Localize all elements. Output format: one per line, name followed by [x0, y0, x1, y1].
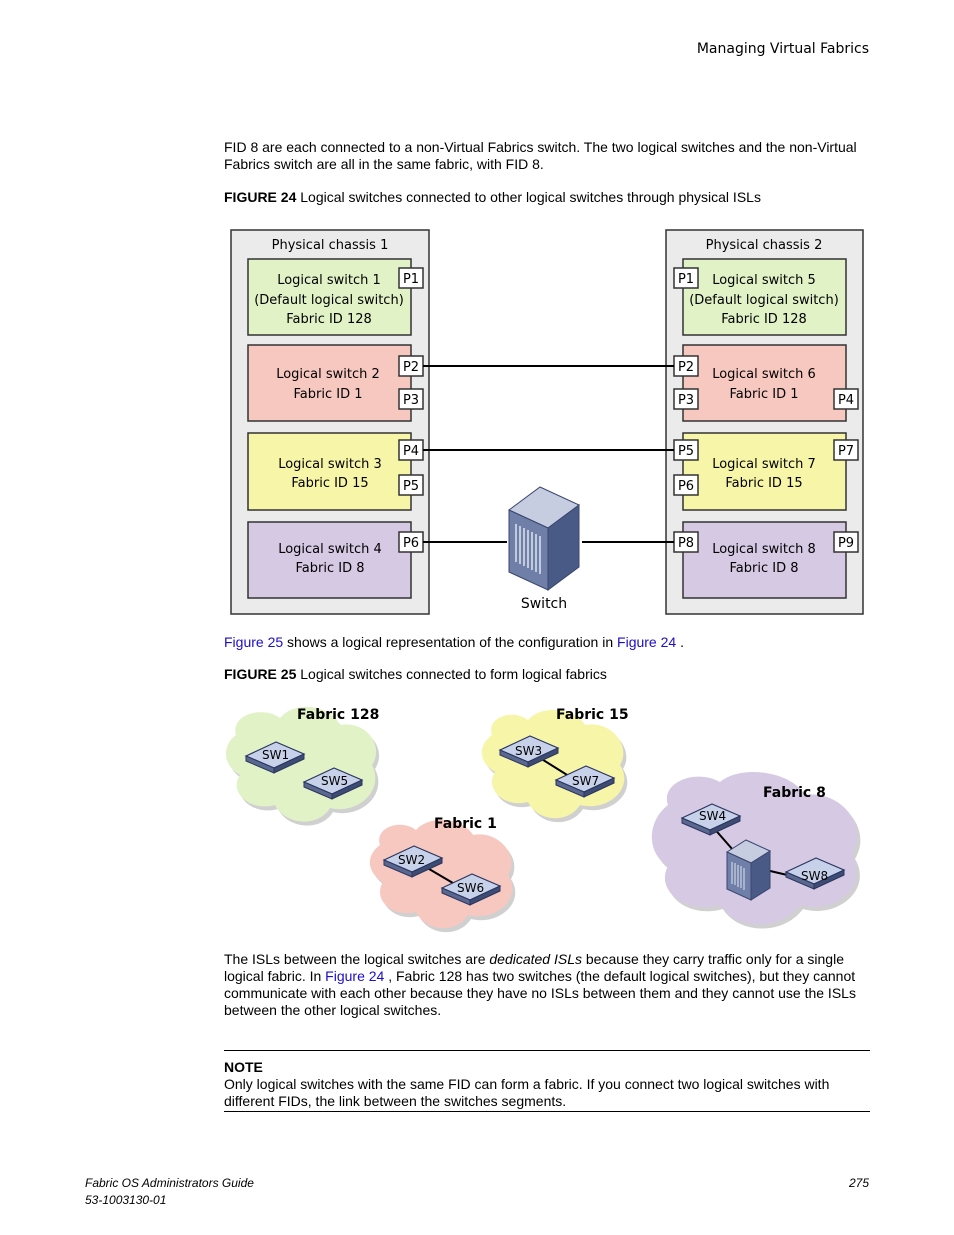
logical-switch-1-fid: Fabric ID 128: [286, 312, 372, 327]
port-c1-p2-label: P2: [403, 360, 419, 375]
logical-switch-3-box: [247, 432, 412, 511]
sw6-label: SW6: [457, 881, 484, 895]
fabric-1-label: Fabric 1: [434, 816, 497, 832]
sw7-label: SW7: [572, 774, 599, 788]
isl-text-emphasis: dedicated ISLs: [489, 951, 582, 967]
figure-25-link[interactable]: Figure 25: [224, 634, 284, 650]
port-c2-p3-label: P3: [678, 393, 694, 408]
logical-switch-8-fid: Fabric ID 8: [730, 561, 799, 576]
fabric-128-label: Fabric 128: [297, 707, 379, 723]
logical-switch-5-label: Logical switch 5: [712, 273, 816, 288]
port-c2-p4-label: P4: [838, 393, 854, 408]
running-header: Managing Virtual Fabrics: [696, 41, 869, 57]
figure-reference-sentence: Figure 25 shows a logical representation…: [224, 634, 684, 651]
intro-paragraph: FID 8 are each connected to a non-Virtua…: [224, 139, 857, 172]
port-c1-p4-label: P4: [403, 444, 419, 459]
external-switch-label: Switch: [521, 596, 567, 612]
chassis-2-title: Physical chassis 2: [706, 238, 823, 253]
sw2-label: SW2: [398, 853, 425, 867]
port-c2-p7: [833, 439, 859, 461]
logical-switch-7-fid: Fabric ID 15: [725, 476, 802, 491]
port-c2-p2-label: P2: [678, 360, 694, 375]
figure-24-link[interactable]: Figure 24: [617, 634, 677, 650]
sw5-label: SW5: [321, 774, 348, 788]
note-title: NOTE: [224, 1059, 263, 1075]
footer-doc-number: 53-1003130-01: [85, 1193, 167, 1207]
port-c1-p5: [398, 474, 424, 496]
port-c1-p6-label: P6: [403, 536, 419, 551]
figure-24-label: FIGURE 24: [224, 189, 297, 205]
logical-switch-6-label: Logical switch 6: [712, 367, 816, 382]
footer-guide-title: Fabric OS Administrators Guide: [85, 1176, 254, 1190]
fabric-8-switch-icon: [725, 839, 772, 901]
port-c2-p8-label: P8: [678, 536, 694, 551]
figure-25-caption: FIGURE 25 Logical switches connected to …: [224, 666, 607, 682]
note-text: Only logical switches with the same FID …: [224, 1076, 830, 1109]
port-c2-p1: [673, 267, 699, 289]
port-c2-p9: [833, 531, 859, 553]
logical-switch-2-box: [247, 344, 412, 422]
port-c2-p5-label: P5: [678, 444, 694, 459]
figure-24-caption: FIGURE 24 Logical switches connected to …: [224, 189, 761, 205]
port-c2-p4: [833, 388, 859, 410]
fabric-128-cloud: [225, 706, 380, 826]
logical-switch-5-box: [682, 258, 847, 336]
logical-switch-1-default: (Default logical switch): [254, 293, 404, 308]
isl-text-3: , Fabric 128 has two switches (the defau…: [224, 968, 856, 1018]
chassis-1-title: Physical chassis 1: [272, 238, 389, 253]
port-c1-p1-label: P1: [403, 272, 419, 287]
logical-switch-8-box: [682, 521, 847, 599]
sw4-label: SW4: [699, 809, 726, 823]
port-c2-p6-label: P6: [678, 479, 694, 494]
figure-24-title: Logical switches connected to other logi…: [300, 189, 761, 205]
ref-middle-text: shows a logical representation of the co…: [283, 634, 618, 650]
port-c2-p6: [673, 474, 699, 496]
logical-switch-3-fid: Fabric ID 15: [291, 476, 368, 491]
fabric-8-label: Fabric 8: [763, 785, 826, 801]
logical-switch-4-fid: Fabric ID 8: [296, 561, 365, 576]
figure-25-label: FIGURE 25: [224, 666, 297, 682]
figure-24-diagram: Physical chassis 1 Logical switch 1 (Def…: [230, 229, 864, 615]
figure-25-title: Logical switches connected to form logic…: [300, 666, 607, 682]
logical-switch-5-default: (Default logical switch): [689, 293, 839, 308]
isl-text-2: because they carry traffic only for a si…: [224, 951, 844, 984]
external-switch-icon: [508, 486, 580, 591]
logical-switch-4-label: Logical switch 4: [278, 542, 382, 557]
fabric-15-label: Fabric 15: [556, 707, 629, 723]
footer-page-number: 275: [848, 1176, 869, 1190]
isl-paragraph: The ISLs between the logical switches ar…: [224, 951, 869, 1019]
sw8-label: SW8: [801, 869, 828, 883]
logical-switch-1-box: [247, 258, 412, 336]
ref-end-text: .: [676, 634, 684, 650]
logical-switch-4-box: [247, 521, 412, 599]
logical-switch-7-box: [682, 432, 847, 511]
logical-switch-8-label: Logical switch 8: [712, 542, 816, 557]
logical-switch-6-box: [682, 344, 847, 422]
port-c1-p3-label: P3: [403, 393, 419, 408]
port-c1-p5-label: P5: [403, 479, 419, 494]
port-c2-p9-label: P9: [838, 536, 854, 551]
isl-figure-24-link[interactable]: Figure 24: [325, 968, 385, 984]
logical-switch-1-label: Logical switch 1: [277, 273, 381, 288]
logical-switch-2-fid: Fabric ID 1: [294, 387, 363, 402]
figure-25-diagram: Fabric 128 SW1 SW5 Fabric 15 SW3 SW7 Fab…: [225, 706, 861, 933]
note-top-rule: [224, 1050, 870, 1051]
logical-switch-6-fid: Fabric ID 1: [730, 387, 799, 402]
logical-switch-2-label: Logical switch 2: [276, 367, 380, 382]
note-bottom-rule: [224, 1111, 870, 1112]
logical-switch-7-label: Logical switch 7: [712, 457, 816, 472]
port-c1-p1: [398, 267, 424, 289]
port-c2-p1-label: P1: [678, 272, 694, 287]
logical-switch-3-label: Logical switch 3: [278, 457, 382, 472]
port-c1-p3: [398, 388, 424, 410]
sw1-label: SW1: [262, 748, 289, 762]
isl-text-1: The ISLs between the logical switches ar…: [224, 951, 490, 967]
logical-switch-5-fid: Fabric ID 128: [721, 312, 807, 327]
port-c2-p7-label: P7: [838, 444, 854, 459]
port-c2-p3: [673, 388, 699, 410]
sw3-label: SW3: [515, 744, 542, 758]
